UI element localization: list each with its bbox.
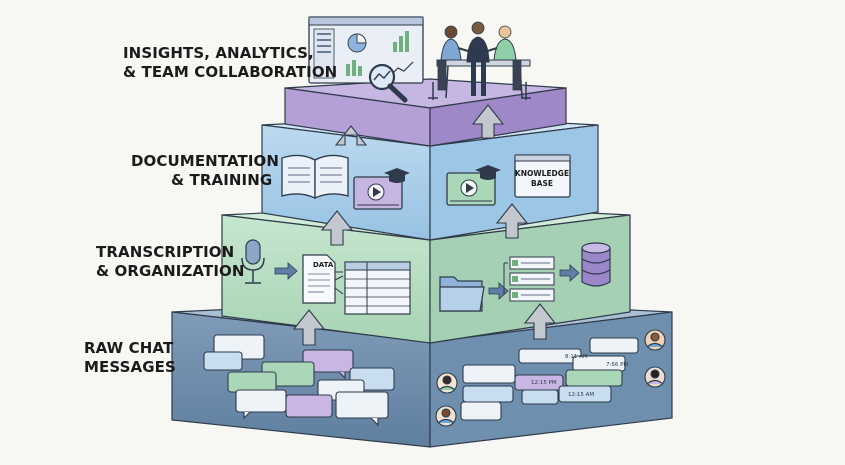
label-raw: RAW CHAT MESSAGES [84,339,176,377]
avatars [435,329,666,427]
connector-lines [334,271,344,295]
chat-bubble-icon [227,371,277,393]
arrow-up-icon [292,309,326,346]
dashboard-icon [308,16,424,84]
arrow-up-icon [495,203,529,239]
knowledge-base-icon: KNOWLEDGE BASE [514,154,571,198]
chat-bubble-icon [462,385,514,403]
team-meeting-icon [428,21,531,100]
avatar-icon [644,366,666,388]
arrow-up-icon [523,303,557,340]
chat-bubble-icon [521,389,559,405]
arrow-right-icon [274,262,298,280]
label-raw-line-1: RAW CHAT [84,339,174,357]
chat-bubble-icon [285,394,333,418]
label-documentation: DOCUMENTATION & TRAINING [131,152,279,190]
label-transcription-line-2: & ORGANIZATION [96,262,245,280]
label-raw-line-2: MESSAGES [84,358,176,376]
magnifier-icon [368,63,408,103]
avatar-icon [436,372,458,394]
microphone-icon [241,239,265,284]
folder-icon [439,276,485,312]
chat-bubble-icon [335,391,389,427]
timestamps: 8:11 AM 7:56 PM 12:15 PM 12:15 AM [531,354,628,398]
chat-bubble-icon [565,369,623,387]
knowledge-base-label-2: BASE [531,179,553,188]
arrow-right-icon [559,264,580,282]
chat-bubble-icon [235,389,287,420]
label-insights-line-2: & TEAM COLLABORATION [123,63,338,81]
arrow-up-icon [471,104,505,139]
label-insights: INSIGHTS, ANALYTICS, & TEAM COLLABORATIO… [123,44,337,82]
chat-bubble-icon [302,349,354,380]
chat-bubble-icon [460,401,502,421]
arrow-up-icon [334,125,368,146]
knowledge-base-label-1: KNOWLEDGE [515,169,569,178]
avatar-icon [644,329,666,351]
video-lesson-icon [446,165,501,206]
label-transcription: TRANSCRIPTION & ORGANIZATION [96,243,245,281]
arrow-up-icon [320,210,354,246]
label-transcription-line-1: TRANSCRIPTION [96,243,235,261]
label-insights-line-1: INSIGHTS, ANALYTICS, [123,44,314,62]
database-icon [581,242,611,287]
data-doc-label: DATA [313,261,334,269]
label-documentation-line-1: DOCUMENTATION [131,152,280,170]
chat-bubble-icon [558,385,612,403]
timestamp: 8:11 AM [565,354,588,360]
book-icon [281,154,349,200]
list-icon [503,256,555,302]
timestamp: 7:56 PM [606,362,628,368]
chat-bubbles-left [203,334,395,427]
label-documentation-line-2: & TRAINING [171,171,273,189]
timestamp: 12:15 PM [531,380,557,386]
chat-bubbles-right [460,337,639,421]
chat-bubble-icon [462,364,516,384]
timestamp: 12:15 AM [568,392,594,398]
chat-bubble-icon [589,337,639,354]
avatar-icon [435,405,457,427]
table-icon [344,261,411,315]
video-lesson-icon [353,168,410,210]
data-document-icon: DATA [302,254,336,304]
chat-bubble-icon [203,351,243,371]
